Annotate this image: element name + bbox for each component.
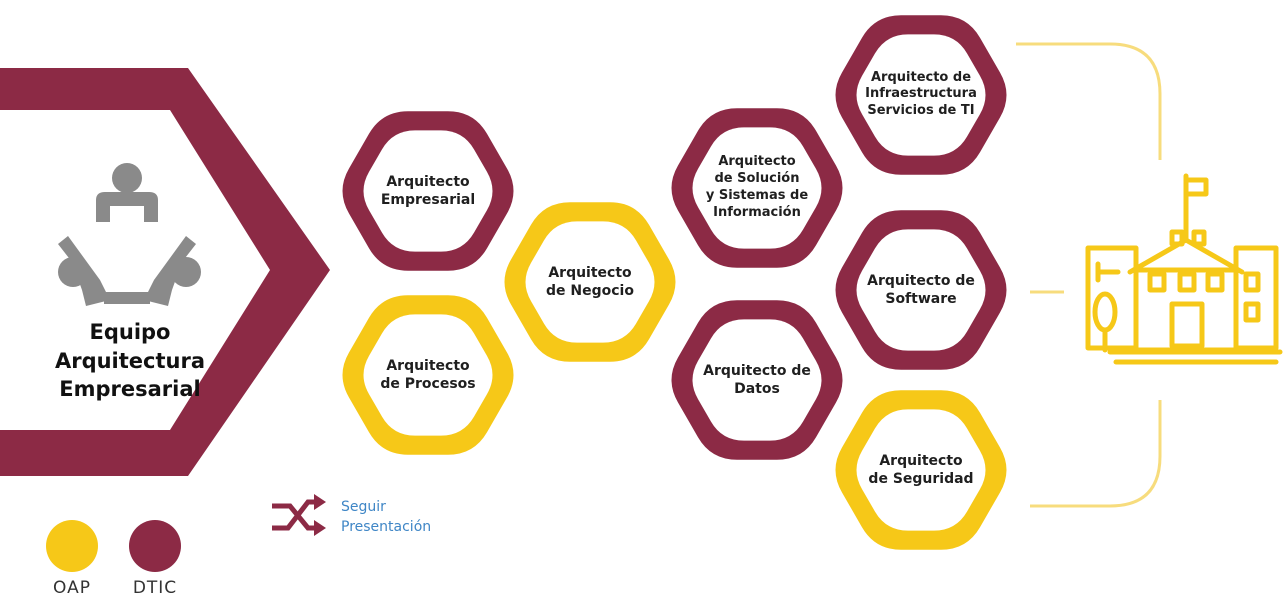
role-hexagon [342,111,514,271]
role-hexagon-inner [856,34,986,156]
role-hexagons [342,15,1007,550]
role-label: Arquitecto de Seguridad [868,453,974,488]
role-hexagon-inner [856,409,986,531]
role-hexagon-inner [363,130,493,252]
next-presentation-link[interactable]: Seguir Presentación [268,488,468,548]
role-label: Arquitecto de Procesos [380,358,476,393]
role-label: Arquitecto de Datos [703,363,811,398]
role-hexagon-inner [692,127,822,249]
legend-dtic-label: DTIC [132,578,178,598]
role-hexagon-inner [856,229,986,351]
role-hexagon [504,202,676,362]
legend-oap-label: OAP [53,578,91,598]
school-building-icon [1085,173,1283,365]
role-hexagon [835,390,1007,550]
role-hexagon [671,300,843,460]
role-label: Arquitecto de Negocio [546,265,634,300]
role-label: Arquitecto de Solución y Sistemas de Inf… [705,154,809,220]
shuffle-arrows-icon [272,494,326,536]
role-label: Arquitecto Empresarial [380,174,476,209]
legend-dtic-swatch [129,520,181,572]
role-label: Arquitecto de Infraestructura Servicios … [865,69,977,119]
role-hexagon-inner [692,319,822,441]
team-title: Equipo Arquitectura Empresarial [54,320,206,402]
next-presentation-text: Seguir Presentación [341,499,432,535]
role-hexagon [342,295,514,455]
team-bracket [0,68,330,476]
people-group-icon [58,163,201,306]
role-hexagon-inner [525,221,655,343]
role-hexagon [671,108,843,268]
role-hexagon [835,210,1007,370]
role-label: Arquitecto de Software [867,273,975,308]
connector-lines [1016,42,1162,508]
legend-oap-swatch [46,520,98,572]
role-hexagon [835,15,1007,175]
role-hexagon-inner [363,314,493,436]
